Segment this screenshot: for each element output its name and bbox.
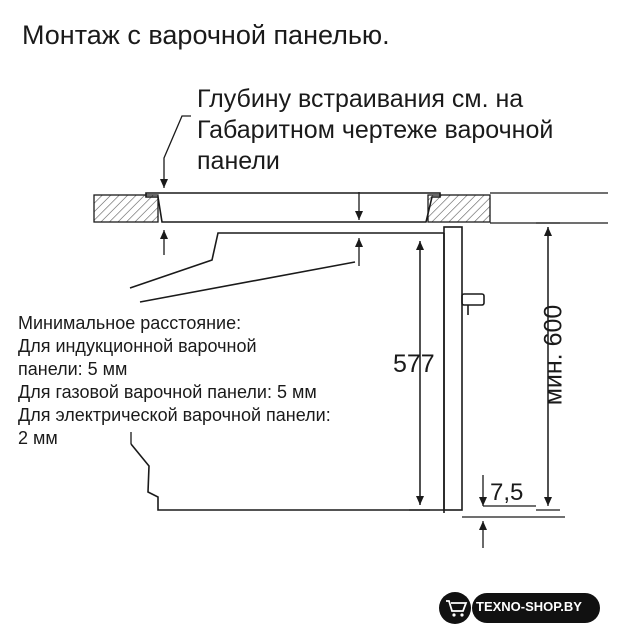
oven-height-label: 577 bbox=[393, 350, 435, 378]
depth-note-line-1: Глубину встраивания см. на bbox=[197, 85, 524, 113]
worktop-right bbox=[427, 194, 491, 223]
hob bbox=[145, 192, 441, 223]
min-distance-induction: Для индукционной варочной bbox=[18, 336, 257, 356]
depth-note-line-3: панели bbox=[197, 147, 280, 175]
min-distance-gas: Для газовой варочной панели: 5 мм bbox=[18, 382, 317, 402]
page-title: Монтаж с варочной панелью. bbox=[22, 20, 390, 50]
watermark-text: TEXNO-SHOP.BY bbox=[476, 599, 582, 614]
min-niche-label: мин. 600 bbox=[539, 304, 568, 406]
cart-icon bbox=[439, 592, 471, 624]
min-distance-electric-value: 2 мм bbox=[18, 428, 58, 448]
worktop bbox=[93, 192, 608, 224]
watermark-logo bbox=[439, 592, 600, 624]
dimension-lines bbox=[160, 115, 565, 548]
min-distance-electric: Для электрической варочной панели: bbox=[18, 405, 331, 425]
min-distance-heading: Минимальное расстояние: bbox=[18, 313, 242, 333]
depth-note-line-2: Габаритном чертеже варочной bbox=[197, 116, 554, 144]
min-distance-induction-value: панели: 5 мм bbox=[18, 359, 128, 379]
bottom-gap-label: 7,5 bbox=[490, 479, 524, 506]
oven-body bbox=[129, 226, 485, 513]
oven-front-panel bbox=[443, 226, 463, 511]
worktop-left bbox=[93, 194, 159, 223]
oven-door-handle bbox=[461, 293, 485, 306]
